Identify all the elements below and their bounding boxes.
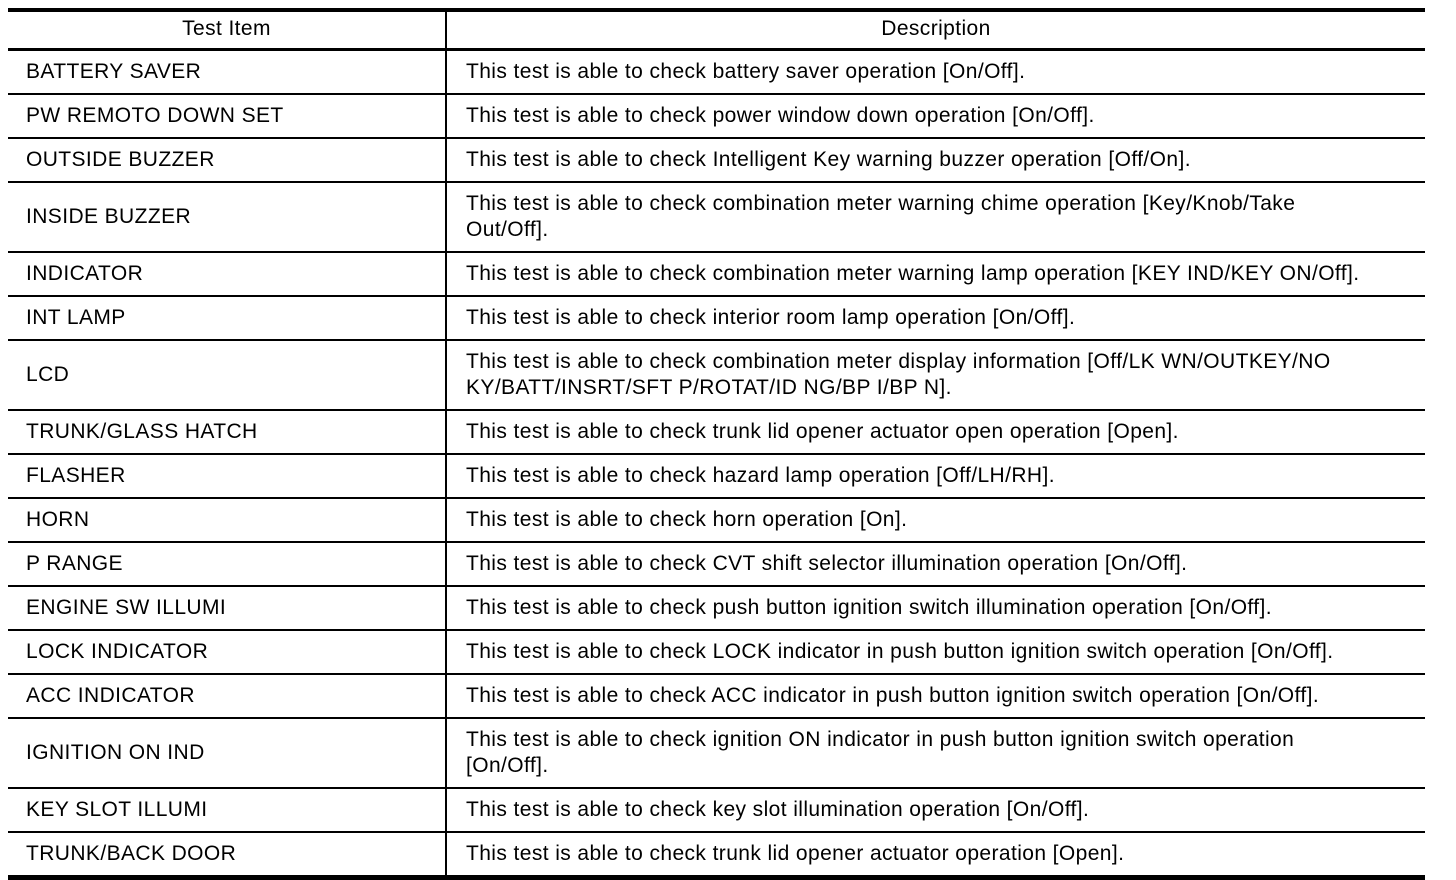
description-cell: This test is able to check key slot illu… bbox=[446, 786, 1425, 832]
table-row: INDICATOR This test is able to check com… bbox=[8, 250, 1425, 296]
test-item-cell: INSIDE BUZZER bbox=[8, 180, 447, 252]
test-item-cell: TRUNK/GLASS HATCH bbox=[8, 408, 447, 454]
table-row: TRUNK/GLASS HATCH This test is able to c… bbox=[8, 408, 1425, 454]
table-row: OUTSIDE BUZZER This test is able to chec… bbox=[8, 136, 1425, 182]
description-cell: This test is able to check trunk lid ope… bbox=[446, 408, 1425, 454]
description-cell: This test is able to check trunk lid ope… bbox=[446, 830, 1425, 877]
description-cell: This test is able to check Intelligent K… bbox=[446, 136, 1425, 182]
header-row: Test Item Description bbox=[8, 10, 1425, 51]
test-item-cell: KEY SLOT ILLUMI bbox=[8, 786, 447, 832]
description-cell: This test is able to check CVT shift sel… bbox=[446, 540, 1425, 586]
table-row: KEY SLOT ILLUMI This test is able to che… bbox=[8, 786, 1425, 832]
table-row: INT LAMP This test is able to check inte… bbox=[8, 294, 1425, 340]
table-row: LCD This test is able to check combinati… bbox=[8, 338, 1425, 410]
test-item-cell: INDICATOR bbox=[8, 250, 447, 296]
test-item-cell: FLASHER bbox=[8, 452, 447, 498]
description-cell: This test is able to check hazard lamp o… bbox=[446, 452, 1425, 498]
test-item-cell: TRUNK/BACK DOOR bbox=[8, 830, 447, 877]
description-cell: This test is able to check combination m… bbox=[446, 338, 1425, 410]
description-cell: This test is able to check LOCK indicato… bbox=[446, 628, 1425, 674]
table-row: INSIDE BUZZER This test is able to check… bbox=[8, 180, 1425, 252]
table-row: ENGINE SW ILLUMI This test is able to ch… bbox=[8, 584, 1425, 630]
table-row: FLASHER This test is able to check hazar… bbox=[8, 452, 1425, 498]
table-row: TRUNK/BACK DOOR This test is able to che… bbox=[8, 830, 1425, 877]
description-cell: This test is able to check interior room… bbox=[446, 294, 1425, 340]
description-cell: This test is able to check combination m… bbox=[446, 180, 1425, 252]
test-item-cell: INT LAMP bbox=[8, 294, 447, 340]
test-item-cell: ACC INDICATOR bbox=[8, 672, 447, 718]
column-header-description: Description bbox=[446, 10, 1425, 51]
test-item-cell: IGNITION ON IND bbox=[8, 716, 447, 788]
test-item-cell: ENGINE SW ILLUMI bbox=[8, 584, 447, 630]
description-cell: This test is able to check push button i… bbox=[446, 584, 1425, 630]
column-header-test-item: Test Item bbox=[8, 10, 447, 51]
table-body: BATTERY SAVER This test is able to check… bbox=[8, 48, 1425, 877]
table-row: PW REMOTO DOWN SET This test is able to … bbox=[8, 92, 1425, 138]
description-cell: This test is able to check combination m… bbox=[446, 250, 1425, 296]
test-item-cell: BATTERY SAVER bbox=[8, 48, 447, 94]
test-item-cell: LCD bbox=[8, 338, 447, 410]
test-item-cell: PW REMOTO DOWN SET bbox=[8, 92, 447, 138]
table-row: BATTERY SAVER This test is able to check… bbox=[8, 48, 1425, 94]
table-row: LOCK INDICATOR This test is able to chec… bbox=[8, 628, 1425, 674]
table-row: IGNITION ON IND This test is able to che… bbox=[8, 716, 1425, 788]
table-row: P RANGE This test is able to check CVT s… bbox=[8, 540, 1425, 586]
description-cell: This test is able to check ignition ON i… bbox=[446, 716, 1425, 788]
test-item-cell: LOCK INDICATOR bbox=[8, 628, 447, 674]
description-cell: This test is able to check power window … bbox=[446, 92, 1425, 138]
test-item-cell: OUTSIDE BUZZER bbox=[8, 136, 447, 182]
test-item-cell: HORN bbox=[8, 496, 447, 542]
description-cell: This test is able to check battery saver… bbox=[446, 48, 1425, 94]
table-row: HORN This test is able to check horn ope… bbox=[8, 496, 1425, 542]
test-item-cell: P RANGE bbox=[8, 540, 447, 586]
description-cell: This test is able to check ACC indicator… bbox=[446, 672, 1425, 718]
test-item-table: Test Item Description BATTERY SAVER This… bbox=[8, 8, 1425, 880]
description-cell: This test is able to check horn operatio… bbox=[446, 496, 1425, 542]
table-header: Test Item Description bbox=[8, 10, 1425, 51]
table-row: ACC INDICATOR This test is able to check… bbox=[8, 672, 1425, 718]
